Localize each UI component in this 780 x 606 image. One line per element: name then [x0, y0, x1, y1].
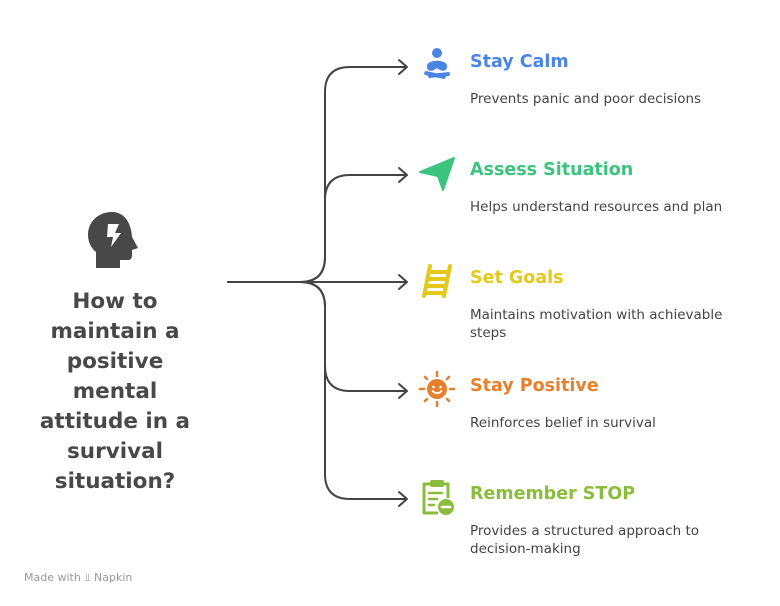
item-title: Assess Situation [470, 160, 634, 180]
item-description: Helps understand resources and plan [470, 199, 723, 215]
question-line: mental [72, 379, 158, 404]
head-lightning-icon [88, 212, 138, 268]
question-line: positive [66, 349, 164, 374]
napkin-logo-icon: ⫫ [84, 571, 91, 584]
item-description: Reinforces belief in survival [470, 415, 656, 431]
question-line: maintain a [50, 319, 180, 344]
question-line: situation? [54, 469, 176, 494]
item-title: Set Goals [470, 268, 564, 288]
question-line: attitude in a [39, 409, 191, 434]
question-line: How to [72, 289, 158, 314]
smiling-sun-icon [418, 370, 456, 408]
item-description: Prevents panic and poor decisions [470, 91, 702, 107]
meditation-icon [424, 48, 450, 79]
navigation-arrow-icon [419, 157, 455, 191]
ladder-icon [422, 264, 452, 298]
brand-name: Napkin [94, 571, 133, 584]
item-description: Provides a structured approach to decisi… [470, 523, 700, 557]
central-question: How to maintain a positive mental attitu… [10, 287, 220, 497]
item-title: Stay Positive [470, 376, 599, 396]
item-title: Remember STOP [470, 484, 636, 504]
item-title: Stay Calm [470, 52, 569, 72]
question-line: survival [67, 439, 163, 464]
item-description: Maintains motivation with achievable ste… [470, 307, 723, 341]
napkin-watermark: Made with ⫫ Napkin [24, 571, 132, 585]
clipboard-minus-icon [422, 480, 454, 515]
made-with-label: Made with [24, 571, 81, 584]
